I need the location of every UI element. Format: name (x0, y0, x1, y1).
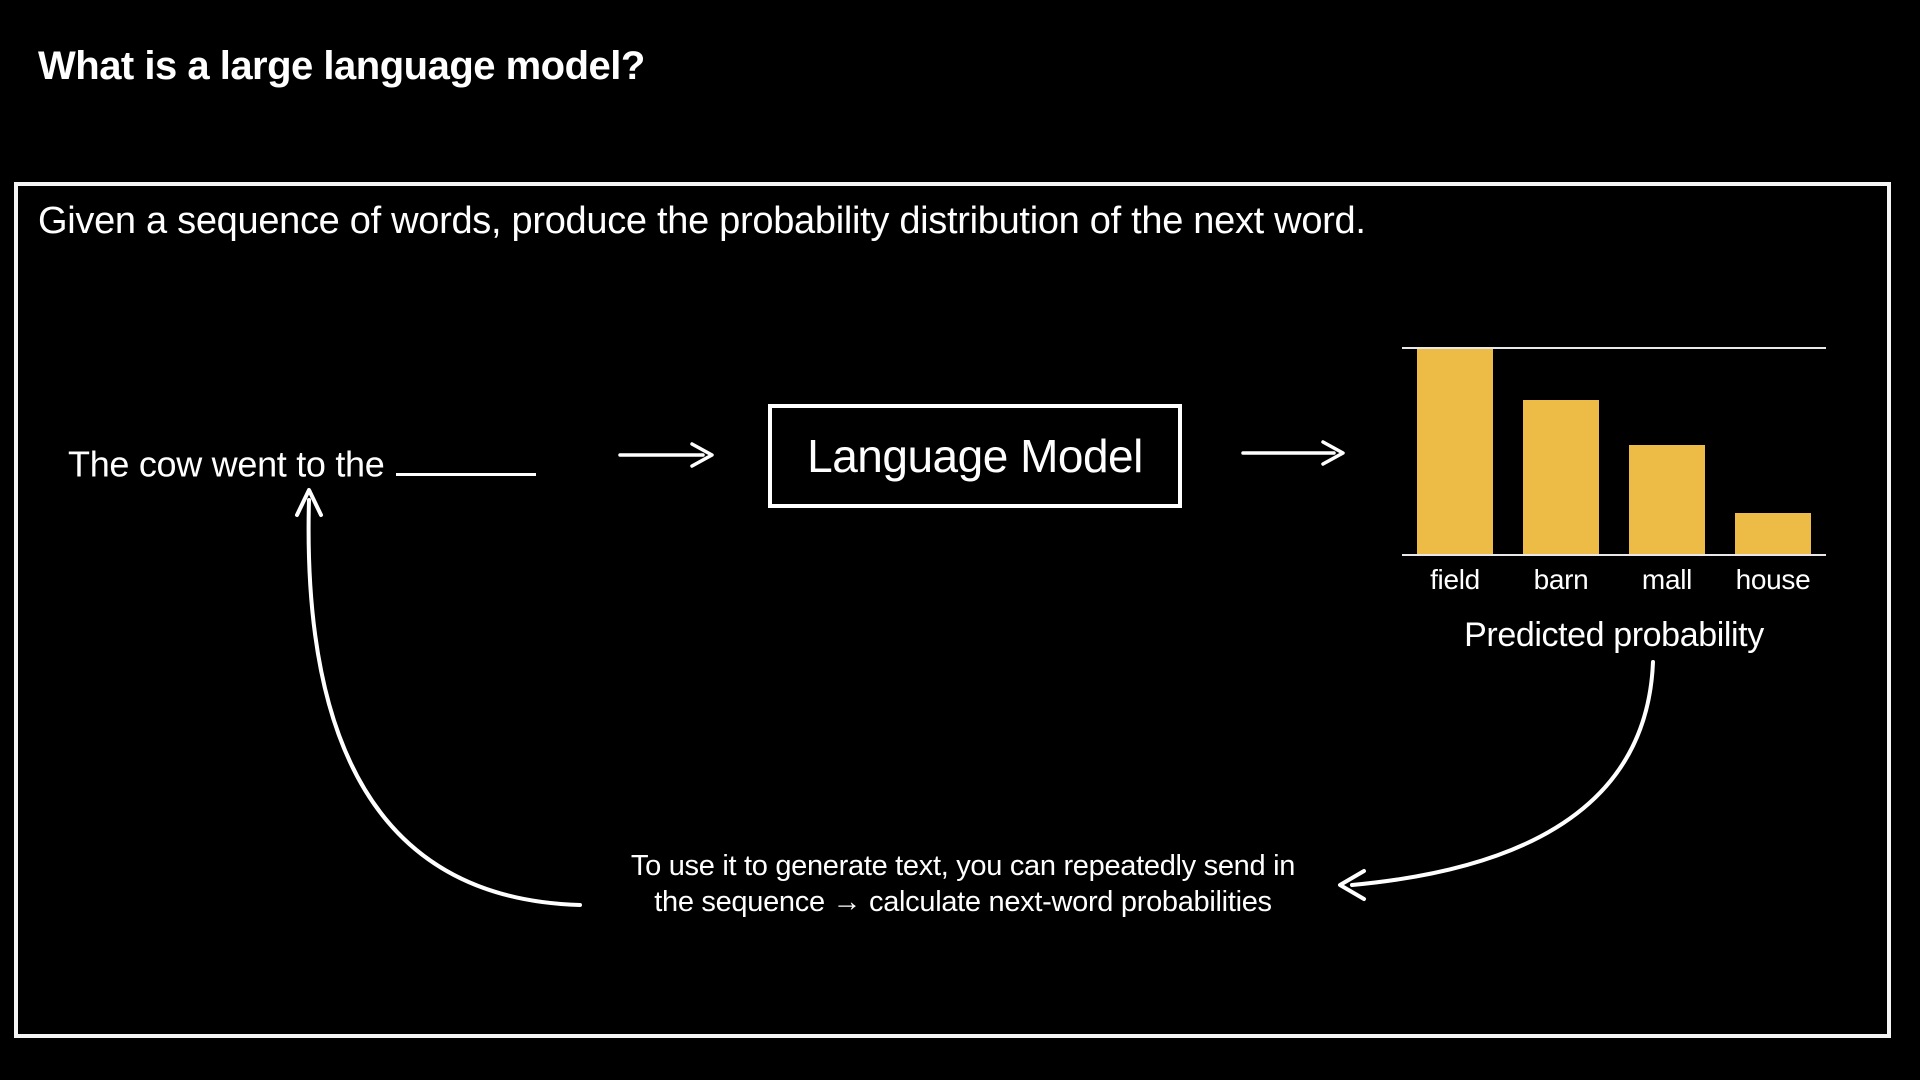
page-title: What is a large language model? (38, 44, 645, 88)
loop-note: To use it to generate text, you can repe… (563, 848, 1363, 920)
blank-slot (396, 441, 537, 477)
bar-label-barn: barn (1533, 564, 1589, 595)
bar-mall (1629, 445, 1705, 554)
bar-label-house: house (1735, 564, 1811, 595)
language-model-box: Language Model (768, 404, 1182, 508)
bar-field (1417, 349, 1493, 554)
prompt-text: The cow went to the (68, 443, 385, 485)
probability-bar-chart: field barn mall house (1402, 347, 1826, 610)
bar-labels: field barn mall house (1402, 564, 1826, 610)
language-model-label: Language Model (807, 430, 1143, 482)
bar-house (1735, 513, 1811, 554)
loop-note-line1: To use it to generate text, you can repe… (630, 850, 1296, 882)
bar-label-mall: mall (1641, 564, 1693, 595)
chart-caption: Predicted probability (1464, 616, 1764, 654)
subtitle: Given a sequence of words, produce the p… (38, 200, 1366, 242)
prompt-line: The cow went to the (68, 441, 537, 485)
bar-label-field: field (1430, 564, 1480, 595)
loop-note-line2: the sequence → calculate next-word proba… (654, 886, 1272, 918)
bar-plot (1402, 347, 1826, 556)
bar-barn (1523, 400, 1599, 554)
